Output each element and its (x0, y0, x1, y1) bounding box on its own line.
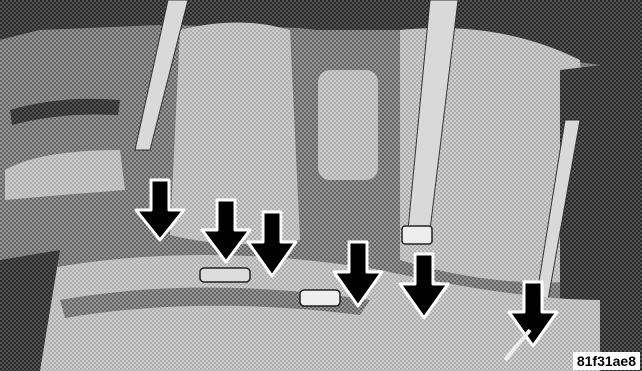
right-door-trim (560, 60, 642, 371)
arrow-6 (507, 280, 559, 348)
seat-back-right (400, 28, 590, 283)
door-panel (0, 30, 150, 260)
buckle-left (199, 267, 251, 283)
arrow-5 (398, 252, 450, 320)
buckle-center (299, 289, 341, 307)
arrow-1 (134, 178, 186, 242)
seat-back-left (170, 22, 300, 244)
latch-plate (401, 225, 433, 245)
arrow-4 (332, 240, 384, 308)
belt-left (134, 0, 189, 151)
cushion-seam (60, 287, 370, 318)
seat-cushion (22, 255, 600, 371)
center-armrest (318, 70, 378, 180)
arrow-3 (246, 210, 298, 278)
armrest (5, 150, 125, 200)
belt-stalk (503, 328, 532, 362)
door-handle (10, 98, 120, 125)
headliner (0, 0, 642, 70)
figure-code-label: 81f31ae8 (572, 352, 640, 370)
arrow-2 (200, 198, 252, 264)
cushion-edge-left (0, 250, 60, 371)
